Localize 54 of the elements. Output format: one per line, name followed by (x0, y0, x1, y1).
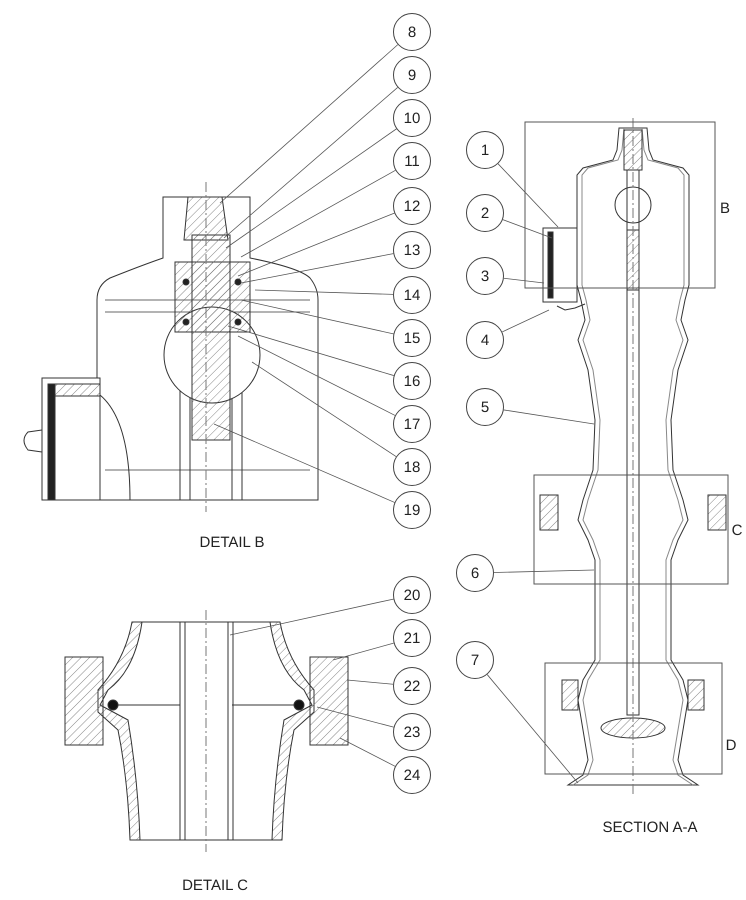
callout-number: 10 (404, 110, 420, 126)
callout-number: 8 (408, 24, 416, 40)
callout-number: 7 (470, 652, 480, 668)
callout-number: 23 (404, 724, 420, 740)
callout-number: 21 (404, 630, 420, 646)
leader-line (254, 290, 394, 295)
leader-line (502, 310, 550, 332)
callout-number: 13 (404, 242, 420, 258)
leader-line (486, 674, 578, 784)
leader-line (503, 278, 544, 284)
leader-line (238, 212, 395, 276)
callout-number: 14 (404, 288, 420, 302)
view-title: D (726, 738, 736, 753)
callout-number: 1 (480, 142, 490, 158)
leader-line (332, 642, 394, 660)
callout-number: 12 (404, 198, 420, 214)
leader-line (240, 253, 394, 284)
leader-line (346, 680, 394, 685)
callout-number: 20 (404, 588, 420, 602)
callout-number: 3 (480, 268, 490, 284)
leader-line (228, 326, 394, 376)
callout-number: 24 (404, 768, 420, 782)
callout-number: 18 (404, 460, 420, 474)
leader-line (502, 219, 552, 238)
view-title: SECTION A-A (602, 820, 698, 835)
callout-number: 6 (470, 566, 480, 580)
leader-line (226, 128, 397, 248)
callout-number: 19 (404, 502, 420, 518)
leader-line (220, 44, 398, 204)
callout-number: 15 (404, 330, 420, 346)
leader-line (230, 598, 394, 636)
callout-number: 4 (480, 332, 490, 348)
leader-line (494, 570, 594, 573)
view-title: DETAIL B (199, 535, 265, 550)
callout-number: 5 (480, 400, 490, 414)
callout-number: 22 (404, 678, 420, 694)
callout-number: 16 (404, 374, 420, 388)
view-title: DETAIL C (182, 878, 248, 893)
leader-line (224, 87, 398, 238)
callout-number: 11 (404, 154, 420, 168)
leader-line (340, 738, 396, 767)
leader-line (214, 424, 395, 503)
view-title: C (732, 523, 742, 538)
callout-number: 17 (404, 416, 420, 432)
leader-line (252, 362, 397, 457)
leader-line (240, 170, 396, 258)
leader-line (238, 336, 396, 416)
callout-number: 9 (408, 68, 416, 82)
view-title: B (720, 201, 730, 216)
leader-line (240, 300, 394, 334)
leader-line (503, 410, 594, 424)
callout-number: 2 (480, 206, 490, 220)
leader-line (316, 706, 394, 728)
leader-line (498, 163, 558, 228)
